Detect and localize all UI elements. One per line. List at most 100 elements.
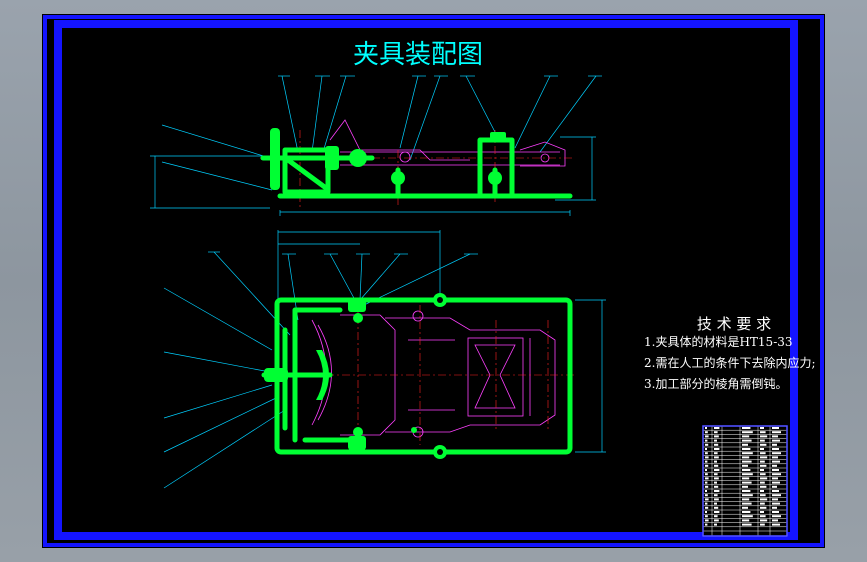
- parts-list-cell-mark: [772, 443, 777, 446]
- parts-list-cell-mark: [714, 443, 719, 446]
- front-view-leaders: [161, 75, 602, 191]
- parts-list-cell-mark: [760, 456, 768, 459]
- parts-list-cell-mark: [742, 519, 750, 522]
- parts-list-cell-mark: [772, 469, 779, 471]
- technical-requirements: 技 术 要 求 1.夹具体的材料是HT15-33 2.需在人工的条件下去除内应力…: [644, 315, 816, 391]
- parts-list-cell-mark: [760, 443, 767, 446]
- parts-list-cell-mark: [714, 502, 717, 505]
- parts-list-cell-mark: [714, 439, 717, 442]
- parts-list-cell-mark: [705, 485, 709, 488]
- parts-list-cell-mark: [742, 498, 750, 501]
- parts-list-cell-mark: [760, 523, 765, 526]
- tech-requirement-item: 1.夹具体的材料是HT15-33: [644, 334, 793, 349]
- parts-list-cell-mark: [714, 460, 717, 463]
- parts-list-cell-mark: [714, 523, 717, 526]
- parts-list-cell-mark: [760, 506, 767, 509]
- tech-requirements-heading: 技 术 要 求: [697, 315, 771, 333]
- parts-list-cell-mark: [742, 452, 753, 455]
- parts-list-cell-mark: [705, 460, 708, 463]
- parts-list-cell-mark: [742, 460, 752, 463]
- parts-list-cell-mark: [772, 456, 778, 459]
- plan-view-holes: [437, 297, 443, 455]
- parts-list-cell-mark: [772, 485, 777, 488]
- parts-list-cell-mark: [772, 502, 780, 505]
- parts-list-cell-mark: [760, 452, 766, 455]
- parts-list-cell-mark: [705, 464, 709, 467]
- parts-list-cell-mark: [772, 427, 779, 429]
- parts-list-cell-mark: [772, 473, 781, 476]
- parts-list-cell-mark: [742, 456, 750, 459]
- parts-list-cell-mark: [705, 473, 708, 476]
- front-view: [150, 75, 602, 216]
- parts-list-cell-mark: [772, 481, 780, 484]
- parts-list-cell-mark: [760, 439, 765, 442]
- parts-list-cell-mark: [760, 427, 764, 429]
- parts-list-cell-mark: [760, 435, 768, 438]
- parts-list-cell-mark: [760, 477, 768, 480]
- parts-list-cell-mark: [714, 473, 718, 476]
- parts-list-cell-mark: [772, 431, 781, 434]
- parts-list-cell-mark: [742, 431, 753, 434]
- parts-list-cell-mark: [705, 439, 708, 442]
- outer-border: [43, 15, 824, 547]
- parts-list-cell-mark: [742, 435, 750, 438]
- parts-list-cell-mark: [772, 464, 777, 467]
- parts-list-cell-mark: [742, 477, 750, 480]
- plan-view: [163, 230, 606, 489]
- parts-list-cell-mark: [714, 456, 719, 459]
- parts-list-cell-mark: [760, 469, 764, 471]
- parts-list-cell-mark: [760, 464, 767, 467]
- parts-list-cell-mark: [760, 485, 767, 488]
- parts-list-cell-mark: [705, 490, 707, 492]
- parts-list-cell-mark: [714, 477, 719, 480]
- parts-list-cell-mark: [714, 469, 720, 471]
- parts-list-cell-mark: [705, 511, 707, 513]
- parts-list-cell-mark: [742, 506, 748, 509]
- tech-requirement-item: 2.需在人工的条件下去除内应力;: [644, 355, 816, 370]
- parts-list-cell-mark: [742, 439, 752, 442]
- parts-list-cell-mark: [714, 519, 719, 522]
- parts-list-cell-mark: [705, 456, 709, 459]
- parts-list-cell-mark: [772, 519, 778, 522]
- parts-list-cell-mark: [705, 515, 708, 518]
- parts-list-cell-mark: [705, 477, 709, 480]
- parts-list-cell-mark: [742, 515, 753, 518]
- parts-list-cell-mark: [742, 511, 751, 513]
- parts-list-cell-mark: [705, 506, 709, 509]
- drawing-area: [62, 28, 790, 532]
- parts-list-cell-mark: [760, 515, 766, 518]
- tech-requirement-item: 3.加工部分的棱角需倒钝。: [644, 376, 787, 391]
- parts-list-cell-mark: [714, 515, 718, 518]
- parts-list-cell-mark: [760, 494, 766, 497]
- parts-list-cell-mark: [705, 452, 708, 455]
- parts-list-cell-mark: [760, 502, 765, 505]
- parts-list-cell-mark: [772, 515, 781, 518]
- parts-list-cell-mark: [705, 427, 707, 429]
- parts-list-cell-mark: [742, 469, 751, 471]
- parts-list-cell-mark: [760, 490, 764, 492]
- parts-list-cell-mark: [705, 494, 708, 497]
- parts-list-cell-mark: [705, 498, 709, 501]
- parts-list-cell-mark: [772, 435, 778, 438]
- parts-list-cell-mark: [772, 477, 778, 480]
- front-view-details: [329, 119, 566, 167]
- parts-list-cell-mark: [714, 435, 719, 438]
- parts-list-cell-mark: [705, 435, 709, 438]
- parts-list-cell-mark: [742, 443, 748, 446]
- parts-list-cell-mark: [742, 473, 753, 476]
- parts-list-cell-mark: [705, 502, 708, 505]
- parts-list-cell-mark: [742, 494, 753, 497]
- parts-list-cell-mark: [714, 448, 720, 450]
- parts-list-cell-mark: [705, 481, 708, 484]
- parts-list-cell-mark: [705, 443, 709, 446]
- parts-list-cell-mark: [742, 502, 752, 505]
- parts-list-cell-mark: [772, 494, 781, 497]
- parts-list-cell-mark: [705, 469, 707, 471]
- front-view-fittings: [270, 128, 506, 190]
- parts-list-cell-mark: [714, 485, 719, 488]
- parts-list-cell-mark: [714, 431, 718, 434]
- parts-list-cell-mark: [742, 448, 751, 450]
- drawing-title: 夹具装配图: [353, 40, 483, 70]
- parts-list-cell-mark: [742, 485, 748, 488]
